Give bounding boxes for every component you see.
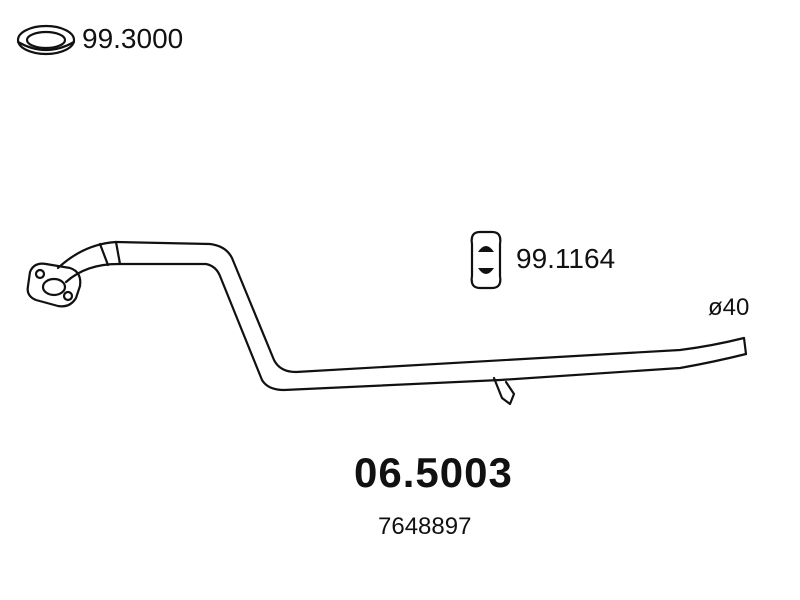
hanger-part-number: 99.1164 [516, 243, 616, 274]
gasket-part-number: 99.3000 [82, 23, 184, 54]
pipe-diameter-label: ø40 [708, 294, 750, 321]
main-part-number: 06.5003 [354, 449, 513, 496]
exhaust-pipe-icon [26, 240, 748, 406]
gasket-ring-icon [16, 24, 76, 56]
rubber-hanger-icon [470, 230, 502, 290]
oem-number: 7648897 [378, 513, 472, 540]
